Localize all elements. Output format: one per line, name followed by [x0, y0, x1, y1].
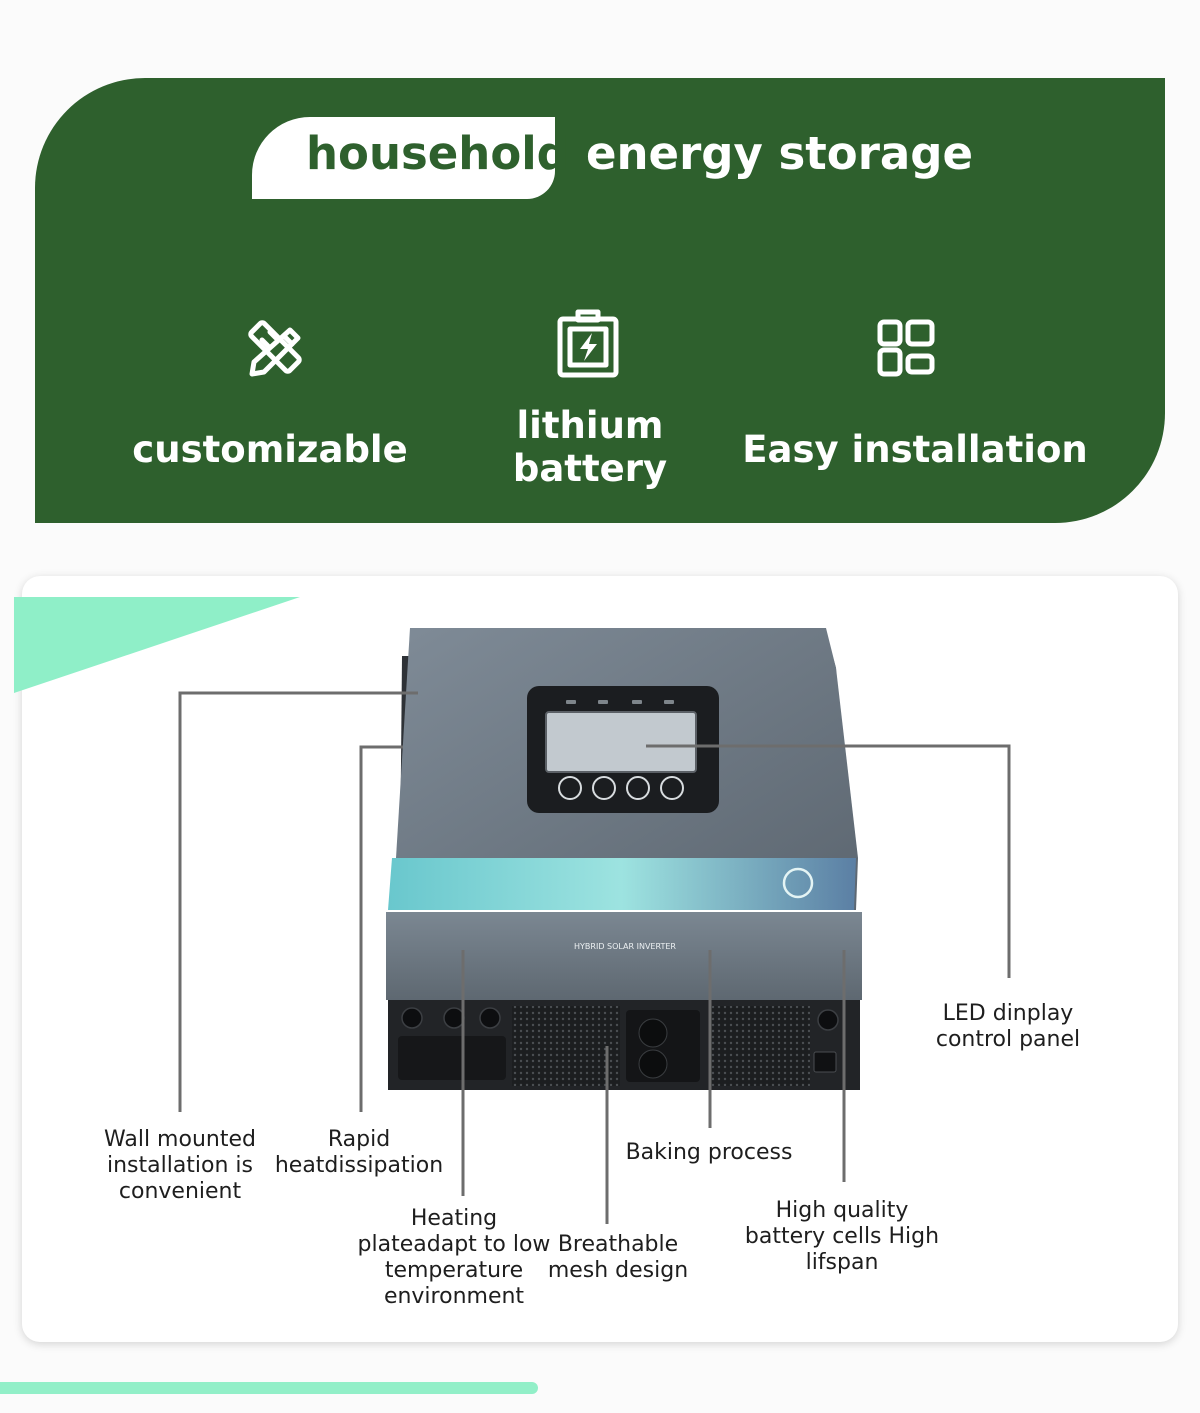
mint-bottom-bar [0, 1382, 538, 1394]
grid-apps-icon [877, 319, 935, 377]
feature-label-customizable: customizable [132, 428, 408, 471]
callout-line: control panel [935, 1027, 1081, 1052]
feature-label-easy-installation: Easy installation [742, 428, 1088, 471]
callout-rapid-heat: Rapid heatdissipation [264, 1127, 454, 1179]
callout-breathable-mesh: Breathable mesh design [540, 1232, 696, 1284]
callout-line: convenient [118, 1179, 242, 1204]
callout-line: mesh design [547, 1258, 689, 1283]
callout-line: LED dinplay [942, 1001, 1074, 1026]
callout-line: environment [383, 1284, 525, 1309]
title-highlight: household [306, 127, 569, 180]
title-highlight-pill: household [252, 117, 569, 199]
panel-text: HYBRID SOLAR INVERTER [574, 942, 676, 951]
callout-line: heatdissipation [274, 1153, 444, 1178]
pencil-ruler-icon [248, 320, 302, 377]
feature-label-lithium-battery: lithium battery [480, 404, 700, 490]
callout-line: Wall mounted [104, 1127, 256, 1152]
feature-label-line1: lithium [516, 404, 664, 447]
battery-charge-icon [557, 309, 619, 378]
callout-led-display: LED dinplay control panel [920, 1001, 1096, 1053]
feature-label-line2: battery [512, 447, 668, 490]
callout-line: Heating [410, 1206, 498, 1231]
callout-line: installation is [106, 1153, 254, 1178]
inverter-image: HYBRID SOLAR INVERTER [386, 628, 862, 1090]
callout-line: High quality [775, 1198, 909, 1223]
title-rest: energy storage [586, 127, 973, 180]
callout-line: Baking process [625, 1140, 793, 1165]
callout-line: lifspan [805, 1250, 879, 1275]
callout-baking-process: Baking process [618, 1140, 800, 1166]
callout-line: temperature [384, 1258, 524, 1283]
callout-line: Rapid [327, 1127, 391, 1152]
callout-line: Breathable [557, 1232, 679, 1257]
mint-accent-triangle [14, 597, 300, 693]
callout-wall-mounted: Wall mounted installation is convenient [80, 1127, 280, 1205]
feature-banner [35, 78, 1165, 523]
callout-battery-cells: High quality battery cells High lifspan [740, 1198, 944, 1276]
callout-line: battery cells High [744, 1224, 940, 1249]
callout-line: plateadapt to low [357, 1232, 551, 1257]
callout-heating-plate: Heating plateadapt to low temperature en… [352, 1206, 556, 1310]
